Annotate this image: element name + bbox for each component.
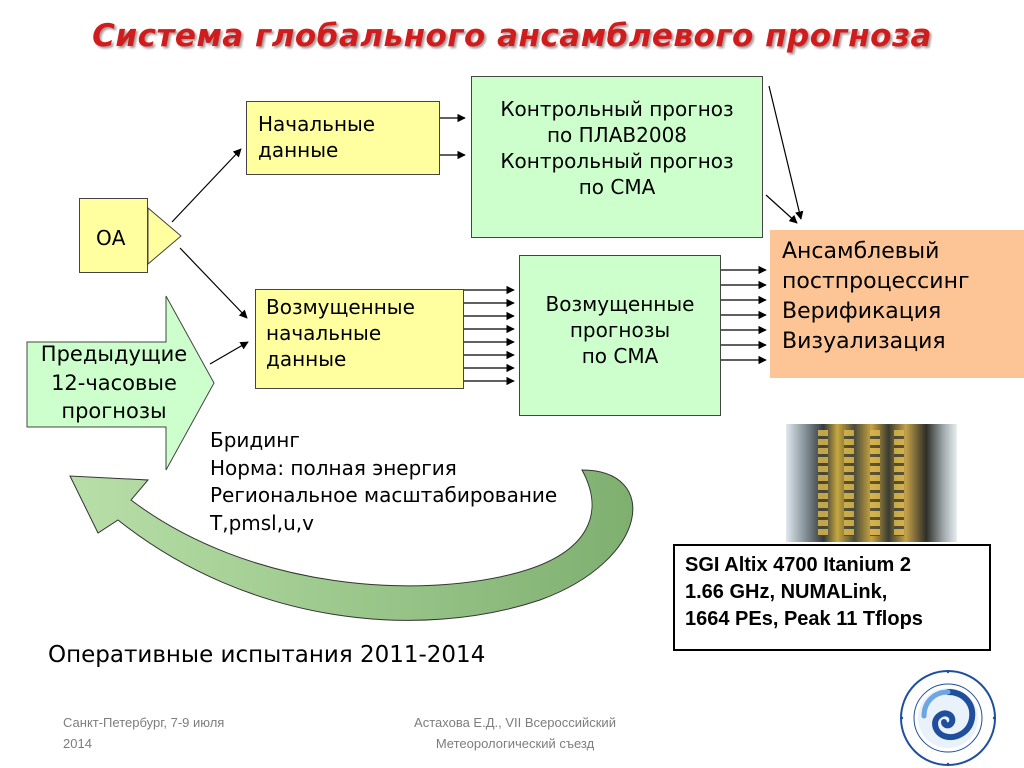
arrows-forecasts-to-post (721, 265, 767, 365)
arrow-oa-to-initial (171, 148, 242, 223)
footer-author-event: Астахова Е.Д., VII Всероссийский Метеоро… (414, 715, 616, 751)
initial-data-box: Начальные данные (246, 101, 440, 175)
perturbed-forecasts-box: Возмущенные прогнозы по СМА (519, 255, 721, 416)
arrow-control-to-post-2 (765, 194, 798, 224)
footer-location-date: Санкт-Петербург, 7-9 июля 2014 (63, 715, 225, 751)
postprocessing-box: Ансамблевый постпроцессинг Верификация В… (770, 230, 1024, 378)
sgi-spec-box: SGI Altix 4700 Itanium 2 1.66 GHz, NUMAL… (673, 544, 991, 651)
arrows-perturbed-to-forecasts (464, 285, 515, 386)
arrow-previous-to-perturbed (209, 341, 249, 365)
oa-box: ОА (79, 198, 148, 273)
oa-arrow-tip (147, 206, 182, 266)
arrow-control-to-post-1 (768, 85, 804, 220)
supercomputer-photo (786, 424, 957, 542)
breeding-text: Бридинг Норма: полная энергия Региональн… (210, 428, 558, 535)
breeding-cycle-arrow (69, 469, 634, 621)
slide-title: Система глобального ансамблевого прогноз… (92, 18, 932, 54)
arrow-oa-to-perturbed (179, 247, 248, 319)
previous-forecasts-label: Предыдущие 12-часовые прогнозы (40, 342, 188, 424)
perturbed-initial-data-box: Возмущенные начальные данные (255, 289, 464, 389)
control-forecast-box: Контрольный прогноз по ПЛАВ2008 Контроль… (471, 76, 763, 238)
operational-trials-text: Оперативные испытания 2011-2014 (48, 642, 486, 668)
hydromet-centre-logo (900, 670, 996, 766)
previous-forecasts-arrow (26, 295, 215, 471)
